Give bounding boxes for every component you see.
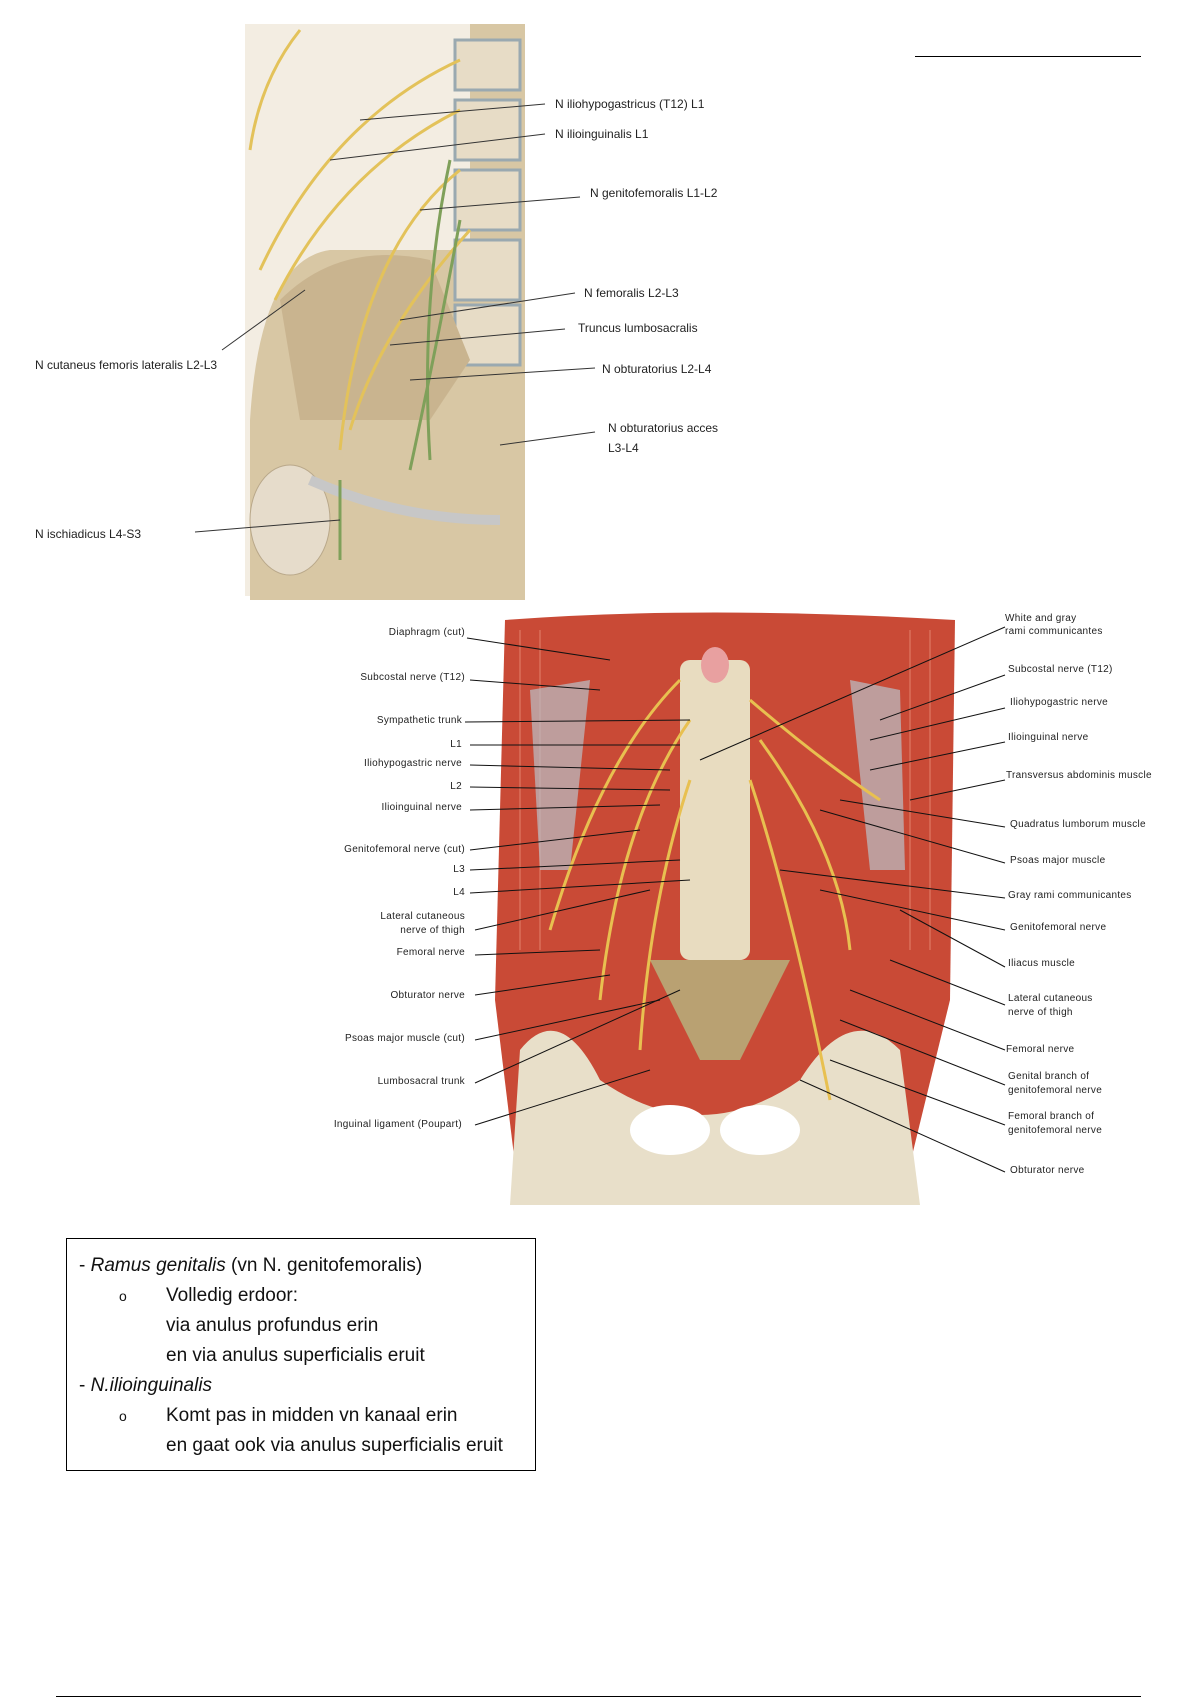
bullet-icon: o: [119, 1288, 127, 1304]
bullet-icon: o: [119, 1408, 127, 1424]
fig2-right-label: genitofemoral nerve: [1008, 1085, 1103, 1096]
fig2-right-label: Iliohypogastric nerve: [1010, 697, 1109, 708]
fig1-label: N iliohypogastricus (T12) L1: [555, 97, 705, 111]
fig2-left-label: nerve of thigh: [400, 925, 465, 936]
fig1-label: N obturatorius L2-L4: [602, 362, 712, 376]
note-text: en gaat ook via anulus superficialis eru…: [166, 1435, 503, 1456]
fig2-left-label: Diaphragm (cut): [388, 627, 465, 638]
notes-box: - Ramus genitalis (vn N. genitofemoralis…: [66, 1238, 536, 1471]
fig1-label: N femoralis L2-L3: [584, 286, 679, 300]
fig2-right-label: nerve of thigh: [1008, 1007, 1073, 1018]
fig2-right-label: White and gray: [1005, 613, 1077, 624]
fig2-left-label: Genitofemoral nerve (cut): [344, 844, 465, 855]
fig2-left-label: Iliohypogastric nerve: [363, 758, 462, 769]
fig2-left-label: Sympathetic trunk: [376, 715, 462, 726]
fig2-left-label: Obturator nerve: [390, 990, 465, 1001]
sub-bullet: o Komt pas in midden vn kanaal erin: [79, 1401, 523, 1431]
fig2-right-label: Ilioinguinal nerve: [1008, 732, 1089, 743]
note-text: Komt pas in midden vn kanaal erin: [166, 1405, 458, 1426]
footer-rule: [56, 1696, 1141, 1697]
fig2-left-label: L1: [450, 739, 462, 750]
fig1-label: N ilioinguinalis L1: [555, 127, 649, 141]
fig1-label: N ischiadicus L4-S3: [35, 527, 142, 541]
fig2-left-label: L2: [450, 781, 462, 792]
dash: -: [79, 1255, 86, 1276]
fig1-label: Truncus lumbosacralis: [578, 321, 698, 335]
fig2-left-label: L4: [453, 887, 465, 898]
fig2-left-label: Subcostal nerve (T12): [360, 672, 465, 683]
dash: -: [79, 1375, 86, 1396]
fig2-right-label: Subcostal nerve (T12): [1008, 664, 1113, 675]
fig1-label: L3-L4: [608, 441, 639, 455]
fig2-right-label: Psoas major muscle: [1010, 855, 1106, 866]
fig2-right-label: Iliacus muscle: [1008, 958, 1075, 969]
fig2-left-label: Lateral cutaneous: [380, 911, 465, 922]
note-item-ilioinguinalis: - N.ilioinguinalis: [79, 1371, 523, 1401]
fig2-left-label: Femoral nerve: [396, 947, 465, 958]
term: Ramus genitalis: [90, 1255, 226, 1276]
fig2-right-label: Genitofemoral nerve: [1010, 922, 1107, 933]
term: N.ilioinguinalis: [90, 1375, 213, 1396]
fig2-left-label: Inguinal ligament (Poupart): [333, 1119, 462, 1130]
fig2-right-label: Femoral branch of: [1008, 1111, 1095, 1122]
fig2-left-label: Psoas major muscle (cut): [344, 1033, 465, 1044]
fig2-right-label: Obturator nerve: [1010, 1165, 1085, 1176]
note-text: Volledig erdoor:: [166, 1285, 299, 1306]
fig2-right-label: Quadratus lumborum muscle: [1010, 819, 1146, 830]
fig2-right-label: Genital branch of: [1008, 1071, 1090, 1082]
note-text: en via anulus superficialis eruit: [166, 1345, 425, 1366]
fig2-left-label: Ilioinguinal nerve: [381, 802, 462, 813]
fig2-right-label: Gray rami communicantes: [1008, 890, 1132, 901]
note-text: (vn N. genitofemoralis): [225, 1255, 423, 1276]
fig1-label: N cutaneus femoris lateralis L2-L3: [35, 358, 218, 372]
fig2-left-label: Lumbosacral trunk: [377, 1076, 465, 1087]
note-item-ramus-genitalis: - Ramus genitalis (vn N. genitofemoralis…: [79, 1251, 523, 1281]
sub-bullet: o Volledig erdoor:: [79, 1281, 523, 1311]
fig1-label: N genitofemoralis L1-L2: [590, 186, 718, 200]
fig2-left-label: L3: [453, 864, 465, 875]
fig2-right-label: Lateral cutaneous: [1008, 993, 1093, 1004]
fig2-right-label: genitofemoral nerve: [1008, 1125, 1103, 1136]
fig2-right-label: Transversus abdominis muscle: [1006, 770, 1152, 781]
fig2-right-label: rami communicantes: [1005, 626, 1103, 637]
fig2-right-label: Femoral nerve: [1006, 1044, 1075, 1055]
note-text: via anulus profundus erin: [166, 1315, 379, 1336]
header-rule: [915, 56, 1141, 57]
fig1-label: N obturatorius acces: [608, 421, 719, 435]
